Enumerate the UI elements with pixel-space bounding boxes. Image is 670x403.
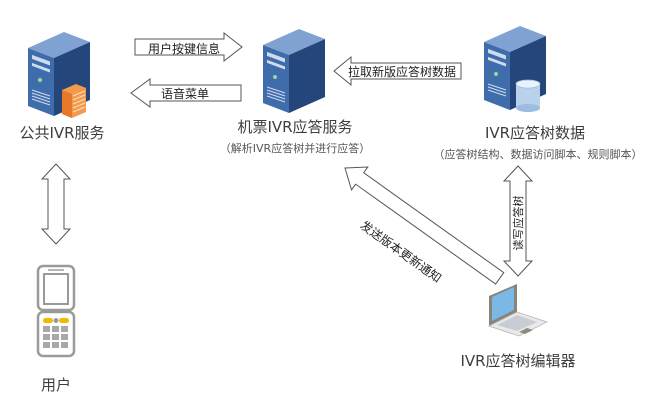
server-firewall-icon <box>28 32 90 118</box>
editor-label: IVR应答树编辑器 <box>460 352 576 370</box>
edge-voice-menu-label: 语音菜单 <box>161 87 210 101</box>
user-label: 用户 <box>40 376 71 394</box>
tree-data-label: IVR应答树数据 <box>484 124 586 142</box>
public-ivr-label: 公共IVR服务 <box>19 124 105 142</box>
edge-notify-version-arrow <box>344 166 505 285</box>
server-icon <box>263 29 325 113</box>
ticket-ivr-label: 机票IVR应答服务 <box>237 118 353 136</box>
edge-pull-tree-arrow <box>333 55 462 87</box>
edge-read-write-arrow <box>502 165 534 277</box>
edge-read-write-label: 读写应答树 <box>512 195 525 251</box>
server-database-icon <box>484 26 546 112</box>
ticket-ivr-sublabel: （解析IVR应答树并进行应答） <box>219 142 371 155</box>
tree-data-sublabel: （应答树结构、数据访问脚本、规则脚本） <box>433 148 643 161</box>
edge-voice-menu-arrow <box>130 78 242 108</box>
laptop-icon <box>487 284 549 337</box>
edge-key-info-arrow <box>134 31 243 63</box>
edge-user-ivr-arrow <box>40 163 72 245</box>
edge-pull-tree-label: 拉取新版应答树数据 <box>348 65 457 79</box>
mobile-phone-icon <box>36 264 76 358</box>
edge-key-info-label: 用户按键信息 <box>148 42 221 56</box>
